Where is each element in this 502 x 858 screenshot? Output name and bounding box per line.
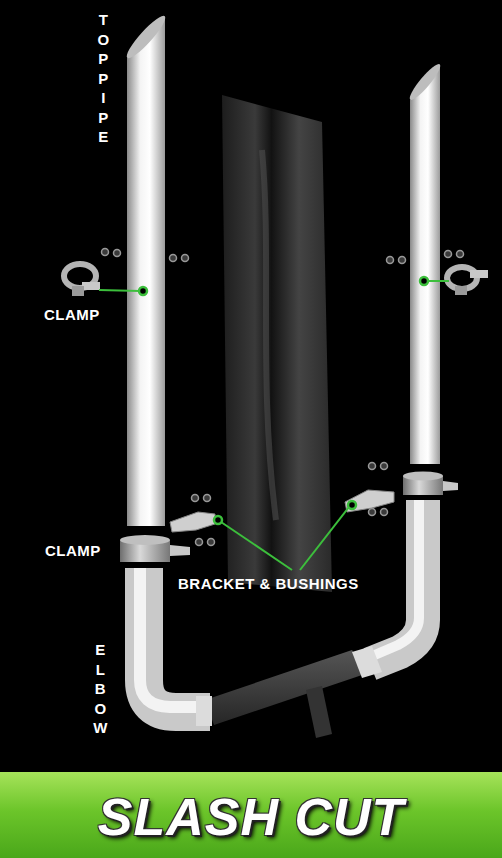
- slash-cut-left: [123, 12, 169, 62]
- clamp-right-lower: [403, 472, 458, 496]
- slash-cut-right: [406, 61, 443, 103]
- part-name: CLAMP: [44, 306, 100, 323]
- clamp-right-upper: [447, 267, 488, 295]
- bracket-left: [170, 512, 215, 532]
- y-pipe: [205, 650, 368, 725]
- clamp-left-upper: [64, 264, 100, 296]
- cab-panel: [222, 95, 332, 592]
- top-pipe-left: [127, 16, 165, 526]
- part-name: ELBOW: [93, 640, 108, 738]
- part-name: BRACKET & BUSHINGS: [178, 575, 359, 592]
- elbow-right: [352, 500, 423, 678]
- part-name: CLAMP: [45, 542, 101, 559]
- part-name: TOP PIPE: [96, 10, 111, 147]
- top-pipe-right: [410, 64, 440, 464]
- cab-streak: [262, 150, 276, 520]
- leader-lines: [99, 281, 449, 570]
- clamp-left-lower: [120, 535, 190, 562]
- y-pipe-branch: [306, 686, 332, 738]
- banner-title: SLASH CUT: [0, 787, 502, 847]
- bracket-right: [345, 490, 394, 512]
- leader-dots: [139, 277, 428, 524]
